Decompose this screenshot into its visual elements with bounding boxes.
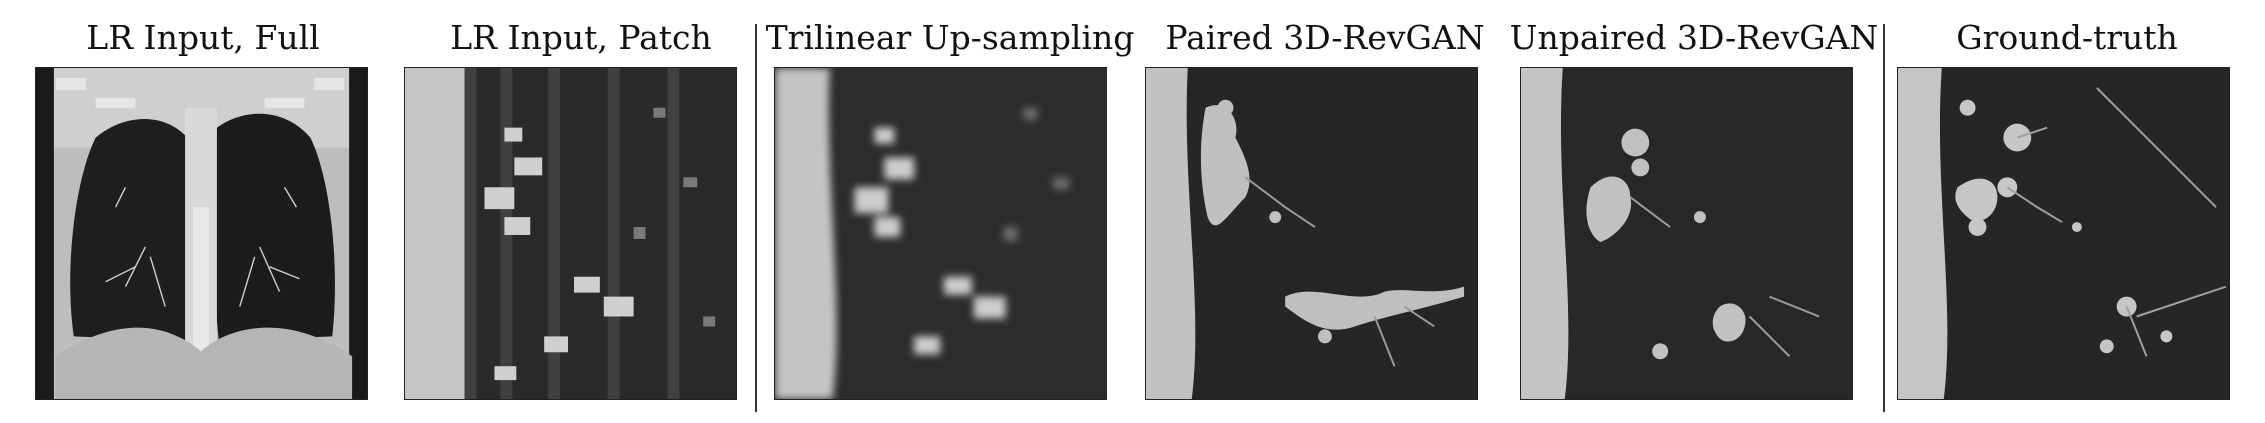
ground-truth-image xyxy=(1897,67,2230,400)
trilinear-upsampling-image xyxy=(774,67,1107,400)
panel-caption-lr-full: LR Input, Full xyxy=(86,18,320,57)
panel-caption-trilinear: Trilinear Up-sampling xyxy=(765,18,1135,57)
panel-caption-lr-patch: LR Input, Patch xyxy=(450,18,712,57)
divider xyxy=(1883,24,1885,412)
divider xyxy=(755,24,757,412)
panel-caption-unpaired-revgan: Unpaired 3D-RevGAN xyxy=(1509,18,1879,57)
unpaired-revgan-image xyxy=(1520,67,1853,400)
panel-caption-ground-truth: Ground-truth xyxy=(1956,18,2178,57)
panel-caption-paired-revgan: Paired 3D-RevGAN xyxy=(1165,18,1485,57)
lr-input-full-image xyxy=(35,67,368,400)
paired-revgan-image xyxy=(1145,67,1478,400)
lr-input-patch-image xyxy=(404,67,737,400)
